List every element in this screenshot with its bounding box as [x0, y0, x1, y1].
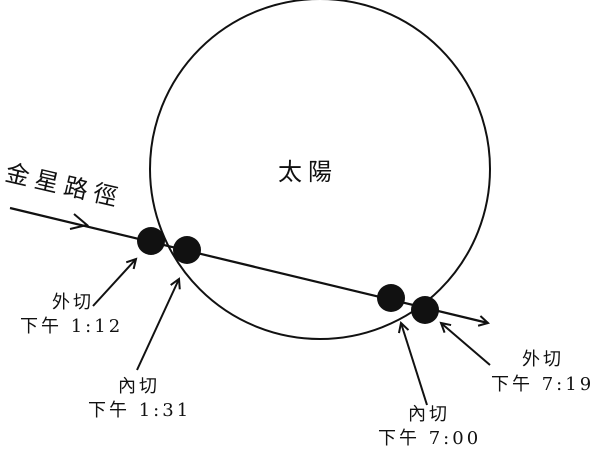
- sun-label: 太陽: [278, 158, 338, 186]
- sun-disc: [149, 0, 491, 340]
- contact-time: 下午 1:31: [88, 400, 191, 421]
- pointer-arrow: [441, 323, 491, 366]
- pointer-arrow: [401, 323, 428, 406]
- venus-dot-external-egress: [411, 296, 439, 324]
- contact-type: 內切: [408, 404, 450, 425]
- pointer-arrow: [136, 279, 179, 371]
- path-direction-arrowhead: [69, 213, 90, 230]
- contact-time: 下午 1:12: [20, 316, 123, 337]
- venus-path-line: [9, 206, 488, 323]
- contact-type: 外切: [52, 292, 94, 313]
- venus-dot-internal-egress: [377, 284, 405, 312]
- pointer-arrow: [92, 259, 136, 307]
- venus-dot-external-ingress: [137, 227, 165, 255]
- contact-type: 外切: [522, 349, 564, 370]
- venus-path-label: 金星路徑: [3, 159, 126, 213]
- venus-dot-internal-ingress: [173, 236, 201, 264]
- contact-type: 內切: [118, 376, 160, 397]
- contact-time: 下午 7:00: [378, 428, 481, 449]
- contact-time: 下午 7:19: [491, 374, 594, 395]
